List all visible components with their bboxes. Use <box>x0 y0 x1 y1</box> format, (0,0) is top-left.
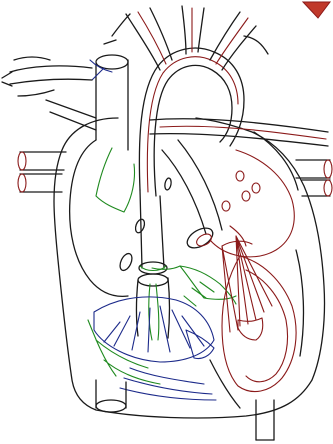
aortic-valve-inner <box>195 232 214 249</box>
inferior-vena-cava-opening <box>96 400 126 412</box>
right-pulmonary-artery <box>10 66 92 84</box>
right-pulmonary-vein-lower-opening <box>18 174 26 192</box>
superior-vena-cava <box>96 60 128 150</box>
descending-aorta <box>256 400 274 440</box>
pulmonary-trunk <box>150 119 328 146</box>
papillary-left <box>238 318 263 340</box>
chordae-tendineae-right <box>104 306 204 352</box>
left-ventricle-outer <box>254 132 303 356</box>
superior-vena-cava-lining <box>90 60 112 80</box>
aortic-arch-lining <box>147 57 238 192</box>
pulmonary-vein-ostium-2 <box>252 183 260 193</box>
left-pulmonary-vein-lower <box>302 180 330 196</box>
pulmonary-branches-left <box>2 57 54 96</box>
outflow-crossing <box>162 140 222 234</box>
left-common-carotid <box>182 6 204 54</box>
coronary-ostium-1 <box>118 252 135 273</box>
pulmonary-vein-ostium-1 <box>236 171 244 181</box>
right-atrium <box>70 140 128 296</box>
coronary-ostium-2 <box>134 218 146 234</box>
inferior-vena-cava <box>96 380 126 408</box>
septum-cap <box>138 274 168 286</box>
left-subclavian-artery <box>210 12 256 70</box>
conduction-branch <box>184 282 214 306</box>
ventricle-apex <box>210 360 240 408</box>
left-ventricle <box>222 256 296 392</box>
conduction-path-left <box>96 148 135 212</box>
coronary-ostium-3 <box>164 178 172 191</box>
pulmonary-vein-ostium-3 <box>242 191 250 201</box>
pulmonary-vein-ostium-4 <box>222 201 230 211</box>
superior-vena-cava-opening <box>96 55 128 69</box>
trabeculae-lower <box>120 368 216 400</box>
left-pulmonary-vein-lower-opening <box>324 180 332 196</box>
aortic-arch-inner <box>154 65 232 196</box>
right-pulmonary-vein-upper <box>20 152 66 170</box>
chordae-tendineae-left <box>222 236 272 332</box>
left-pulmonary-vein-upper-opening <box>324 160 332 178</box>
corner-marker-icon <box>303 2 330 18</box>
right-pulmonary-vein <box>46 100 96 130</box>
right-pulmonary-vein-upper-opening <box>18 152 26 170</box>
papillary-right <box>186 330 214 359</box>
